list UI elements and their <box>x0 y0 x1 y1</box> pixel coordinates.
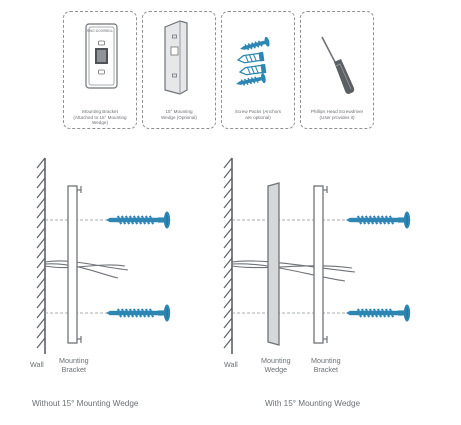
left-diagram-caption: Without 15° Mounting Wedge <box>32 399 139 408</box>
mounting-bracket-label: Mounting Bracket <box>311 356 341 374</box>
mounting-bracket-illustration <box>85 23 118 89</box>
part-card-screwdriver: Phillips Head Screwdriver (User provides… <box>300 11 374 129</box>
device-brand-text: RING·DOORBELL <box>86 29 114 33</box>
right-diagram-caption: With 15° Mounting Wedge <box>265 399 361 408</box>
part-caption: Phillips Head Screwdriver (User provides… <box>310 109 364 120</box>
wall-label: Wall <box>224 360 238 369</box>
part-card-mounting-bracket: RING·DOORBELL Mounting Bracket (Attached… <box>63 11 137 129</box>
wedge-illustration <box>164 20 188 95</box>
screwdriver-illustration <box>321 36 355 94</box>
part-caption: 15° Mounting Wedge (Optional) <box>161 109 197 120</box>
part-card-screw-packs: Screw Packs (Anchors are optional) <box>221 11 295 129</box>
part-card-mounting-wedge: 15° Mounting Wedge (Optional) <box>142 11 216 129</box>
wall-label: Wall <box>30 360 44 369</box>
mounting-bracket-label: Mounting Bracket <box>59 356 89 374</box>
part-caption: Mounting Bracket (Attached to 15° Mounti… <box>73 109 127 126</box>
mounting-wedge-label: Mounting Wedge <box>261 356 291 374</box>
part-caption: Screw Packs (Anchors are optional) <box>234 109 282 120</box>
left-install-drawing <box>36 157 172 354</box>
right-install-drawing <box>223 157 412 354</box>
